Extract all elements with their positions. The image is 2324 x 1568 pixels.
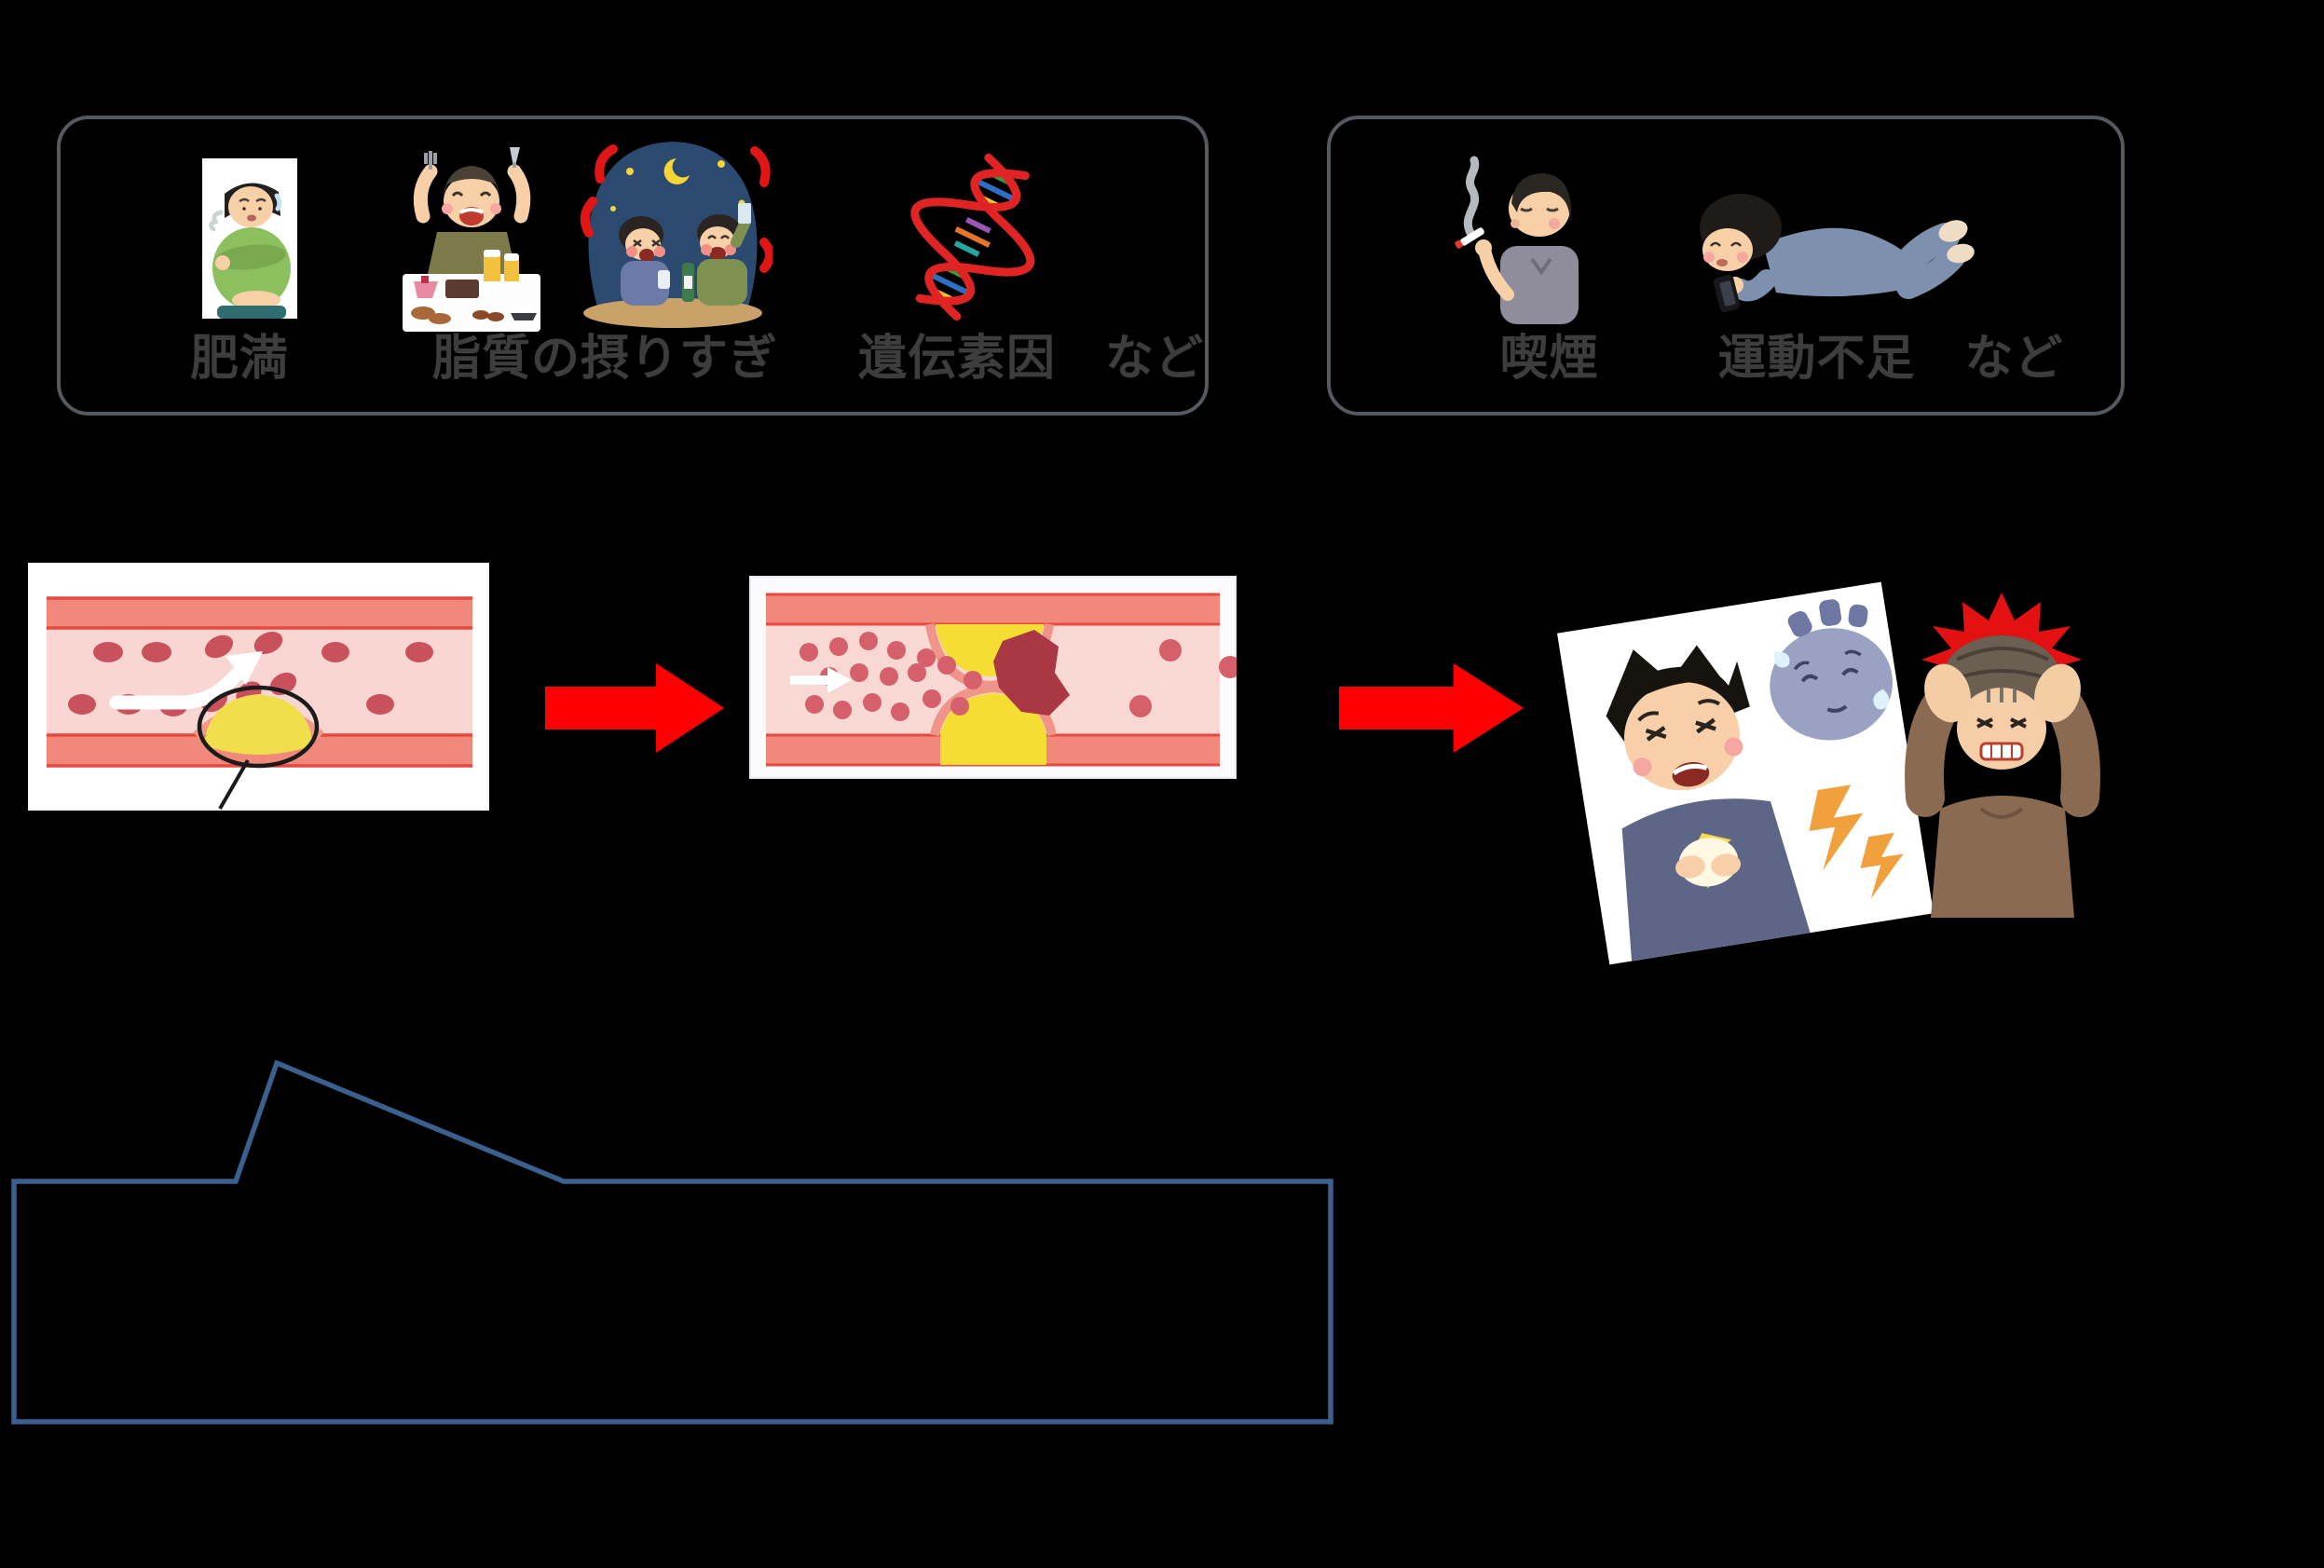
label-obesity: 肥満 [189,332,289,386]
artery-with-plaque-drawing [47,596,472,810]
overeating-person-icon [403,147,540,332]
dna-helix-icon [910,153,1035,321]
chest-pain-and-heart-drawing [1606,599,1904,961]
red-arrow-icon [1339,663,1524,753]
stroke-headache-person-icon [1905,593,2100,918]
risk-box-metabolic: 肥満 脂質の摂りすぎ 遺伝素因 など [57,116,1209,416]
heart-attack-card [1557,581,1934,965]
artery-narrowed-with-clot-illustration [749,576,1237,779]
label-smoking: 喫煙 [1499,332,1599,386]
red-arrow-icon [545,663,724,753]
callout-box [11,1060,1333,1425]
label-genetic: 遺伝素因 など [857,332,1204,386]
artery-narrowed-drawing [766,593,1237,767]
artery-with-plaque-illustration [28,563,489,811]
late-night-drinking-icon [580,142,772,328]
label-fat-intake: 脂質の摂りすぎ [431,332,778,386]
obese-person-icon [202,158,297,319]
lying-with-phone-person-icon [1700,194,1975,313]
risk-box-lifestyle: 喫煙 運動不足 など [1327,116,2125,416]
label-no-exercise: 運動不足 など [1717,332,2064,386]
smoking-person-icon [1455,156,1579,324]
